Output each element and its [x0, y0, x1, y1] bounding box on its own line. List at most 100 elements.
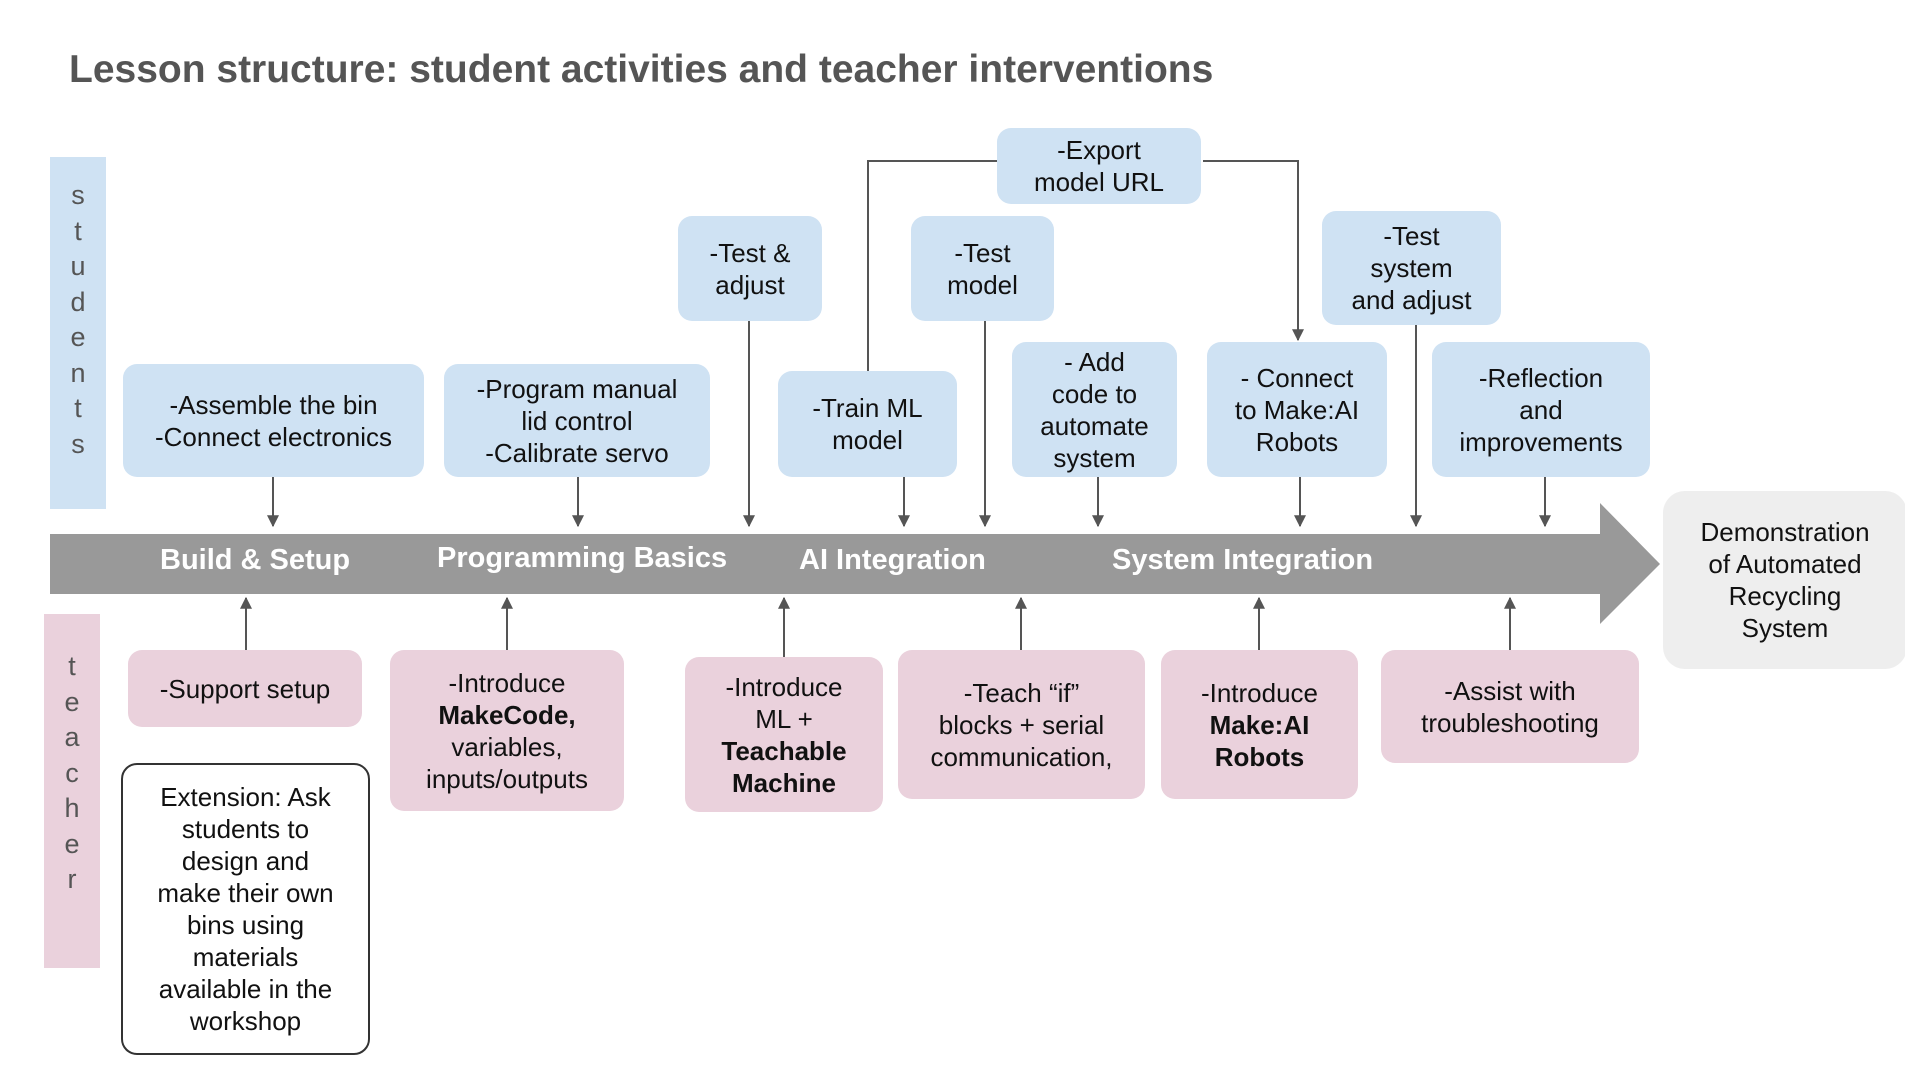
lane-letter: c: [65, 757, 79, 788]
teacher-box-teach-if: -Teach “if” blocks + serial communicatio…: [898, 650, 1145, 799]
teacher-box-introduce-ml: -Introduce ML + Teachable Machine: [685, 657, 883, 812]
lane-letter: t: [74, 215, 82, 246]
end-box-demonstration: Demonstration of Automated Recycling Sys…: [1663, 491, 1905, 669]
teacher-box-introduce-robots: -Introduce Make:AI Robots: [1161, 650, 1358, 799]
box-line: system: [1053, 442, 1136, 473]
box-line: available in the: [158, 974, 333, 1004]
lane-letter: e: [64, 828, 80, 859]
box-line: -Train ML: [812, 393, 923, 423]
lane-letter: s: [71, 180, 85, 210]
student-box-train-ml: -Train ML model: [778, 371, 957, 477]
box-line: students to: [181, 814, 310, 844]
lane-letter: e: [70, 322, 86, 352]
box-line: ML +: [755, 703, 813, 734]
box-line: -Calibrate servo: [485, 437, 669, 468]
lane-letter: t: [74, 393, 82, 423]
student-box-program-lid: -Program manual lid control -Calibrate s…: [444, 364, 710, 477]
box-line: design and: [181, 846, 310, 876]
box-line: Machine: [731, 767, 837, 798]
lane-letter: u: [70, 251, 86, 281]
box-line: bins using: [186, 910, 305, 940]
box-line: and adjust: [1351, 285, 1472, 315]
student-box-reflection: -Reflection and improvements: [1432, 342, 1650, 477]
student-box-add-code: - Add code to automate system: [1012, 342, 1177, 477]
phase-system-integration: System Integration: [1112, 544, 1374, 576]
lane-letter: a: [64, 722, 80, 752]
box-line: -Connect electronics: [155, 421, 392, 452]
student-box-test-adjust: -Test & adjust: [678, 216, 822, 321]
box-line: -Test &: [709, 237, 791, 268]
box-line: -Reflection: [1478, 362, 1604, 393]
box-line: adjust: [715, 269, 785, 300]
box-line: - Connect: [1240, 362, 1354, 393]
phase-programming-basics: Programming Basics: [437, 542, 728, 574]
box-line: -Introduce: [448, 667, 566, 698]
box-line: -Assist with: [1444, 675, 1576, 706]
box-line: workshop: [189, 1006, 302, 1036]
export-link-to-connect: [1203, 160, 1304, 342]
box-line: inputs/outputs: [426, 763, 588, 794]
box-line: to Make:AI: [1234, 394, 1360, 425]
lane-letter: h: [64, 793, 80, 823]
box-line: -Introduce: [725, 671, 843, 702]
box-line: and: [1519, 394, 1563, 425]
box-line: MakeCode,: [438, 699, 576, 730]
box-line: model: [947, 269, 1018, 300]
teacher-box-introduce-makecode: -Introduce MakeCode, variables, inputs/o…: [390, 650, 624, 811]
page-title: Lesson structure: student activities and…: [69, 48, 1214, 91]
box-line: Extension: Ask: [160, 782, 331, 812]
box-line: code to: [1051, 378, 1138, 409]
box-line: -Test: [954, 237, 1011, 268]
box-line: Robots: [1214, 741, 1305, 772]
student-box-assemble: -Assemble the bin -Connect electronics: [123, 364, 424, 477]
teacher-lane-label: t e a c h e r: [44, 614, 100, 968]
lane-letter: n: [70, 357, 86, 388]
box-line: lid control: [521, 405, 633, 436]
students-lane-label: s t u d e n t s: [50, 157, 106, 509]
box-line: - Add: [1064, 346, 1125, 377]
box-line: -Assemble the bin: [169, 389, 378, 420]
box-line: blocks + serial: [938, 709, 1105, 740]
box-line: model: [832, 425, 903, 455]
box-line: automate: [1040, 410, 1149, 441]
box-line: -Support setup: [159, 673, 331, 704]
box-line: -Program manual: [476, 373, 678, 404]
box-line: Teachable: [721, 735, 847, 766]
phase-ai-integration: AI Integration: [799, 544, 986, 576]
box-line: -Export: [1057, 135, 1141, 165]
box-line: make their own: [157, 878, 334, 908]
box-line: Robots: [1255, 426, 1339, 457]
phase-build-setup: Build & Setup: [160, 544, 351, 576]
box-line: Make:AI: [1209, 709, 1310, 740]
box-line: -Test: [1383, 221, 1440, 251]
student-box-test-system: -Test system and adjust: [1322, 211, 1501, 325]
student-box-test-model: -Test model: [911, 216, 1054, 321]
box-line: communication,: [930, 741, 1113, 772]
box-line: of Automated: [1708, 549, 1862, 579]
box-line: model URL: [1033, 167, 1165, 197]
box-line: -Teach “if”: [963, 677, 1080, 708]
student-box-connect-robots: - Connect to Make:AI Robots: [1207, 342, 1387, 477]
box-line: Demonstration: [1700, 517, 1870, 547]
lane-letter: t: [68, 651, 76, 681]
lane-letter: e: [64, 686, 80, 717]
timeline-arrow: [50, 503, 1660, 624]
box-line: System: [1741, 613, 1829, 643]
teacher-box-support-setup: -Support setup: [128, 650, 362, 727]
extension-box: Extension: Ask students to design and ma…: [121, 763, 370, 1055]
teacher-box-assist: -Assist with troubleshooting: [1381, 650, 1639, 763]
box-line: troubleshooting: [1421, 707, 1599, 738]
lane-letter: s: [71, 428, 85, 459]
box-line: -Introduce: [1200, 677, 1319, 708]
lane-letter: d: [70, 286, 86, 317]
box-line: variables,: [451, 731, 563, 762]
box-line: materials: [192, 942, 299, 972]
box-line: Recycling: [1728, 581, 1842, 611]
box-line: system: [1370, 253, 1453, 283]
lane-letter: r: [67, 864, 77, 894]
export-link-to-train: [867, 160, 999, 371]
student-box-export-url: -Export model URL: [997, 128, 1201, 204]
box-line: improvements: [1459, 426, 1623, 457]
